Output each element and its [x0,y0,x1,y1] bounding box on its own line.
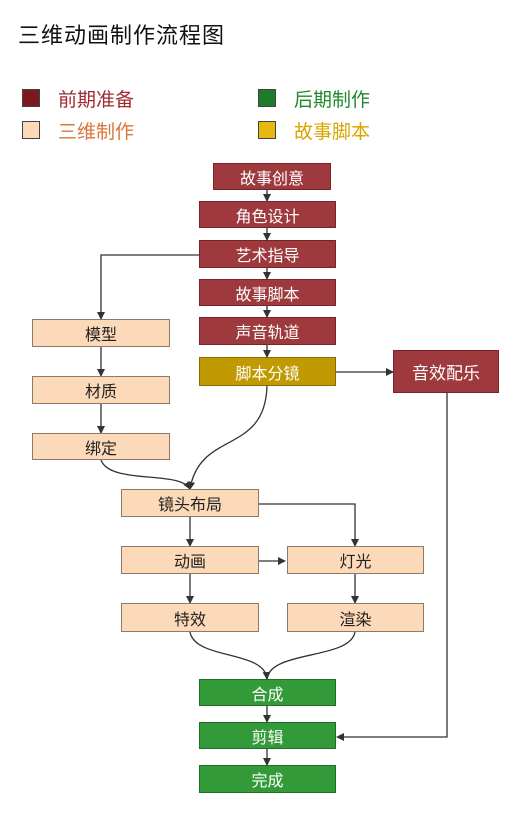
node-bangding: 绑定 [32,433,170,460]
legend-label-3d: 三维制作 [58,120,135,143]
legend-swatch-3d [22,121,40,139]
node-jiaosesheji: 角色设计 [199,201,336,228]
node-texiao: 特效 [121,603,259,632]
node-hecheng: 合成 [199,679,336,706]
node-jiaobenfenjing: 脚本分镜 [199,357,336,386]
node-xuanran: 渲染 [287,603,424,632]
legend-item-post: 后期制作 [258,86,371,111]
node-wancheng: 完成 [199,765,336,793]
legend-label-post: 后期制作 [294,88,371,111]
node-jingtoubuju: 镜头布局 [121,489,259,517]
node-gushichuangyi: 故事创意 [213,163,331,190]
arrow-jingtou-dengguang [259,503,359,547]
node-donghua: 动画 [121,546,259,574]
node-jianji: 剪辑 [199,722,336,749]
legend-item-story: 故事脚本 [258,118,371,143]
arrow-yinxiao-jianji [336,393,448,741]
node-moxing: 模型 [32,319,170,347]
node-yinxiaopeiyue: 音效配乐 [393,350,499,393]
legend-item-3d: 三维制作 [22,118,135,143]
legend-swatch-story [258,121,276,139]
arrow-fenjing-jingtou [187,385,268,490]
arrow-texiao-hecheng [189,631,271,680]
node-dengguang: 灯光 [287,546,424,574]
node-yishuzhidao: 艺术指导 [199,240,336,268]
legend-label-story: 故事脚本 [294,120,371,143]
node-caizhi: 材质 [32,376,170,404]
node-shengyinguidao: 声音轨道 [199,317,336,345]
arrow-xuanran-hecheng [266,631,356,680]
legend-item-pre: 前期准备 [22,86,135,111]
legend-label-pre: 前期准备 [58,88,135,111]
node-gushijiaoben: 故事脚本 [199,279,336,306]
legend-swatch-post [258,89,276,107]
page-title: 三维动画制作流程图 [18,24,226,49]
arrow-zhidao-moxing [97,254,199,320]
arrow-bangding-jingtou [100,459,191,490]
legend-swatch-pre [22,89,40,107]
